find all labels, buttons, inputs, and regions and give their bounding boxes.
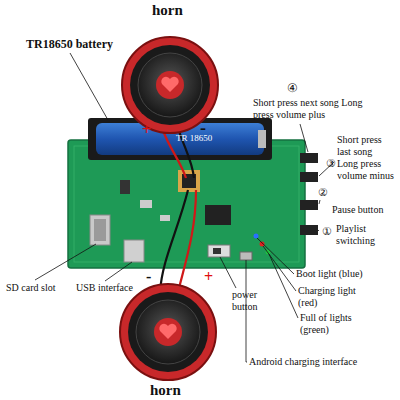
part-name: horn [152, 2, 183, 19]
part-name: USB interface [76, 282, 133, 294]
battery-print: TR 18650 [176, 133, 212, 143]
callout-number: ③ [326, 157, 336, 170]
indicator-note: Charging light (red) [298, 285, 362, 308]
callout-number: ② [318, 186, 328, 199]
function-note: Pause button [332, 204, 383, 216]
part-name: TR18650 battery [26, 38, 113, 52]
function-note: Short press last song [337, 134, 397, 157]
callout-number: ④ [287, 82, 298, 96]
part-name: horn [150, 382, 181, 399]
function-note: Long press volume minus [337, 158, 397, 181]
part-name: SD card slot [6, 282, 55, 294]
part-name: power button [232, 289, 270, 312]
indicator-note: Boot light (blue) [296, 268, 363, 280]
callout-number: ① [322, 225, 332, 238]
function-note: Playlist switching [336, 223, 386, 246]
indicator-note: Full of lights (green) [300, 312, 366, 335]
polarity-mark: + [142, 121, 151, 139]
polarity-mark: + [204, 268, 213, 286]
function-note: Short press next song Long press volume … [253, 97, 369, 120]
port-name: Android charging interface [249, 356, 357, 368]
polarity-mark: - [146, 268, 151, 286]
